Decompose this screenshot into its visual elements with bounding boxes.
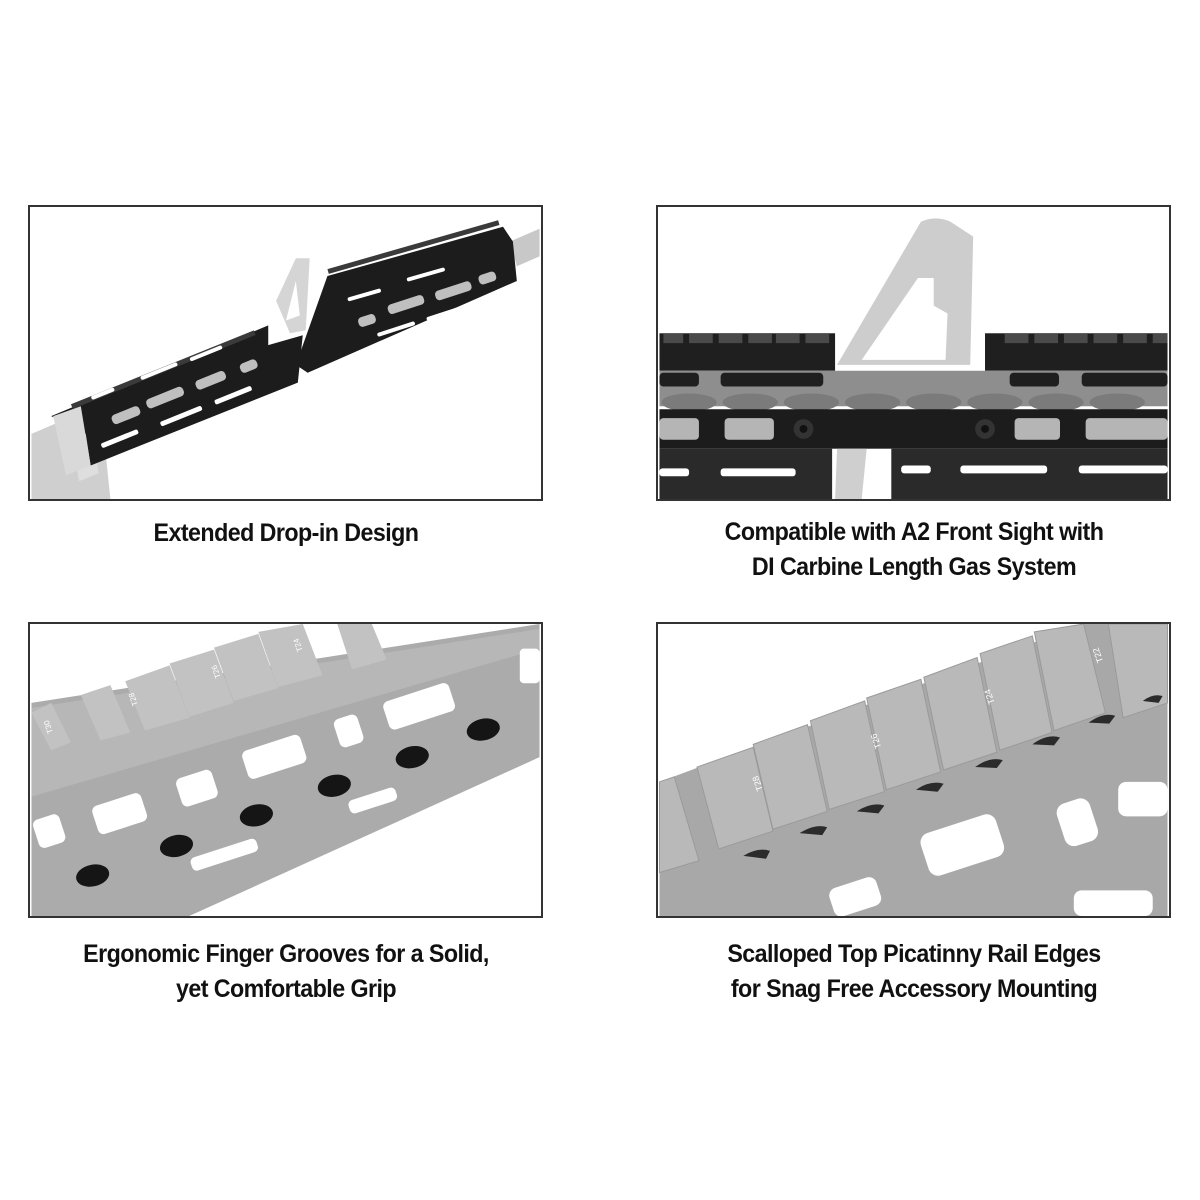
caption-line: Ergonomic Finger Grooves for a Solid, xyxy=(83,940,489,968)
caption-a2-front-sight: Compatible with A2 Front Sight with DI C… xyxy=(654,515,1175,585)
caption-scalloped-rail: Scalloped Top Picatinny Rail Edges for S… xyxy=(654,937,1175,1007)
caption-extended-drop-in: Extended Drop-in Design xyxy=(26,516,547,551)
photo-frame-a2-front-sight xyxy=(656,205,1171,501)
caption-line: DI Carbine Length Gas System xyxy=(751,553,1077,581)
rail-marking: T22 xyxy=(1091,646,1106,664)
a2-front-sight-closeup-image xyxy=(659,218,1168,499)
finger-grooves-closeup-image: T30 T28 T26 T24 xyxy=(31,624,540,916)
rail-marking: T28 xyxy=(750,775,765,793)
caption-line: yet Comfortable Grip xyxy=(175,975,397,1003)
rail-marking: T26 xyxy=(869,732,884,750)
caption-line: Compatible with A2 Front Sight with xyxy=(724,518,1104,546)
handguard-full-view-image xyxy=(31,220,540,499)
photo-frame-finger-grooves: T30 T28 T26 T24 xyxy=(28,622,543,918)
caption-line: Scalloped Top Picatinny Rail Edges xyxy=(727,940,1101,968)
photo-frame-scalloped-rail: T28 T26 T24 T22 xyxy=(656,622,1171,918)
scalloped-rail-closeup-image: T28 T26 T24 T22 xyxy=(658,624,1169,916)
caption-finger-grooves: Ergonomic Finger Grooves for a Solid, ye… xyxy=(26,937,547,1007)
rail-marking: T24 xyxy=(982,688,997,706)
caption-line: for Snag Free Accessory Mounting xyxy=(730,975,1098,1003)
photo-frame-extended-drop-in xyxy=(28,205,543,501)
caption-line: Extended Drop-in Design xyxy=(153,519,419,547)
